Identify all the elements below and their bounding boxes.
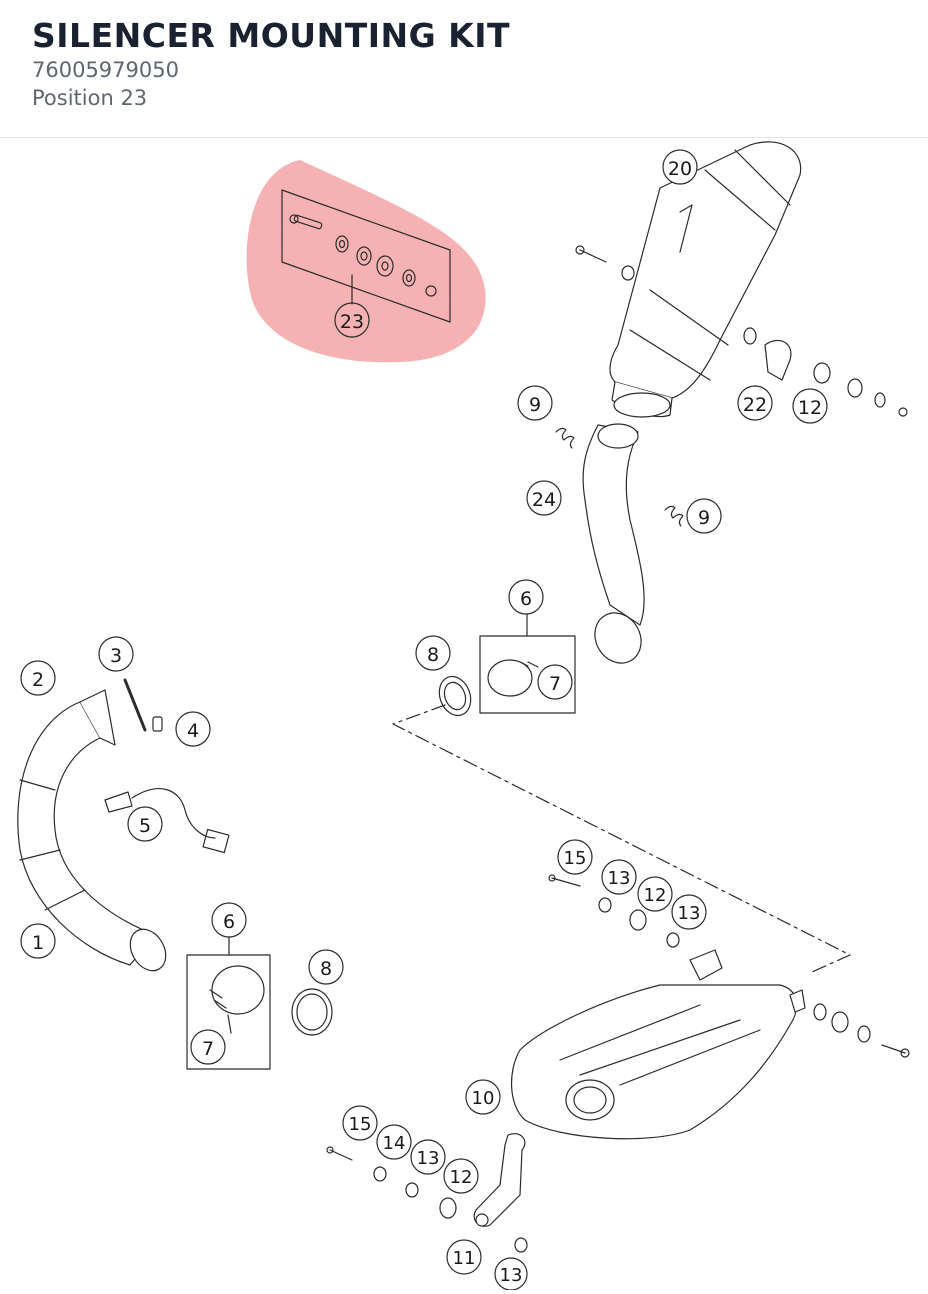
svg-text:15: 15	[564, 848, 587, 869]
callout-11[interactable]: 11	[446, 1239, 482, 1275]
callout-7[interactable]: 7	[190, 1029, 226, 1065]
svg-text:7: 7	[202, 1038, 214, 1060]
silencer-bolt[interactable]	[575, 245, 908, 417]
callout-6[interactable]: 6	[211, 902, 247, 938]
svg-text:5: 5	[139, 815, 151, 837]
page-title: SILENCER MOUNTING KIT	[32, 16, 511, 55]
callout-13[interactable]: 13	[671, 894, 707, 930]
mount-hardware-left[interactable]	[326, 1146, 528, 1253]
callout-13[interactable]: 13	[601, 859, 637, 895]
svg-text:7: 7	[549, 673, 561, 695]
svg-text:13: 13	[417, 1148, 440, 1169]
callout-1[interactable]: 1	[20, 923, 56, 959]
callout-3[interactable]: 3	[98, 636, 134, 672]
exploded-parts-diagram: 23 20 22 12 9 9 24 6 7 8 3 2 4 5 1 6 7 8…	[0, 138, 928, 1291]
callout-12[interactable]: 12	[792, 388, 828, 424]
callout-9[interactable]: 9	[517, 385, 553, 421]
callout-4[interactable]: 4	[175, 711, 211, 747]
callout-14[interactable]: 14	[376, 1124, 412, 1160]
callout-13[interactable]: 13	[410, 1139, 446, 1175]
callout-6[interactable]: 6	[508, 579, 544, 615]
svg-text:10: 10	[472, 1088, 495, 1109]
callout-12[interactable]: 12	[637, 876, 673, 912]
svg-text:2: 2	[32, 669, 44, 691]
mount-hardware-right[interactable]	[548, 874, 910, 1058]
svg-text:12: 12	[450, 1167, 473, 1188]
svg-text:11: 11	[453, 1248, 476, 1269]
callout-9[interactable]: 9	[686, 498, 722, 534]
svg-text:12: 12	[644, 885, 667, 906]
svg-text:20: 20	[668, 158, 692, 180]
bracket-part[interactable]	[473, 1133, 526, 1227]
callout-10[interactable]: 10	[465, 1079, 501, 1115]
highlight-area[interactable]	[246, 160, 486, 363]
callout-15[interactable]: 15	[557, 839, 593, 875]
svg-text:9: 9	[529, 394, 541, 416]
svg-text:4: 4	[187, 720, 199, 742]
spring-part[interactable]	[555, 427, 684, 527]
callout-7[interactable]: 7	[537, 664, 573, 700]
clamp-kit-upper[interactable]	[479, 613, 576, 714]
svg-text:6: 6	[520, 588, 532, 610]
position-label: Position 23	[32, 86, 148, 110]
svg-text:13: 13	[500, 1265, 523, 1286]
link-pipe-part[interactable]	[582, 423, 650, 672]
svg-text:24: 24	[532, 489, 556, 511]
clamp-kit-lower[interactable]	[186, 933, 271, 1070]
callout-23[interactable]: 23	[334, 302, 370, 338]
svg-text:8: 8	[320, 958, 332, 980]
header-pipe-part[interactable]	[17, 689, 173, 977]
svg-text:12: 12	[798, 397, 822, 419]
callout-22[interactable]: 22	[737, 385, 773, 421]
kit-23-parts[interactable]	[281, 189, 451, 323]
sleeve-4[interactable]	[152, 716, 163, 732]
gasket-3[interactable]	[123, 678, 147, 732]
svg-text:1: 1	[32, 932, 44, 954]
gasket-upper[interactable]	[434, 672, 476, 720]
svg-text:22: 22	[743, 394, 767, 416]
gasket-lower[interactable]	[291, 988, 333, 1036]
part-number: 76005979050	[32, 58, 179, 82]
assembly-line	[392, 704, 851, 973]
svg-text:6: 6	[223, 911, 235, 933]
callout-20[interactable]: 20	[662, 149, 698, 185]
callout-15[interactable]: 15	[342, 1105, 378, 1141]
svg-text:15: 15	[349, 1114, 372, 1135]
manifold-part[interactable]	[510, 949, 806, 1140]
svg-text:23: 23	[340, 311, 364, 333]
callout-8[interactable]: 8	[308, 949, 344, 985]
svg-text:13: 13	[678, 903, 701, 924]
svg-text:8: 8	[427, 644, 439, 666]
callout-2[interactable]: 2	[20, 660, 56, 696]
sensor-5[interactable]	[104, 788, 230, 854]
svg-text:3: 3	[110, 645, 122, 667]
callout-8[interactable]: 8	[415, 635, 451, 671]
callout-13[interactable]: 13	[494, 1257, 528, 1291]
callout-5[interactable]: 5	[127, 806, 163, 842]
svg-text:13: 13	[608, 868, 631, 889]
silencer-part[interactable]	[609, 141, 802, 418]
callout-24[interactable]: 24	[526, 480, 562, 516]
svg-text:14: 14	[383, 1133, 406, 1154]
callout-12[interactable]: 12	[443, 1158, 479, 1194]
svg-text:9: 9	[698, 507, 710, 529]
page-header: SILENCER MOUNTING KIT 76005979050 Positi…	[0, 0, 928, 138]
